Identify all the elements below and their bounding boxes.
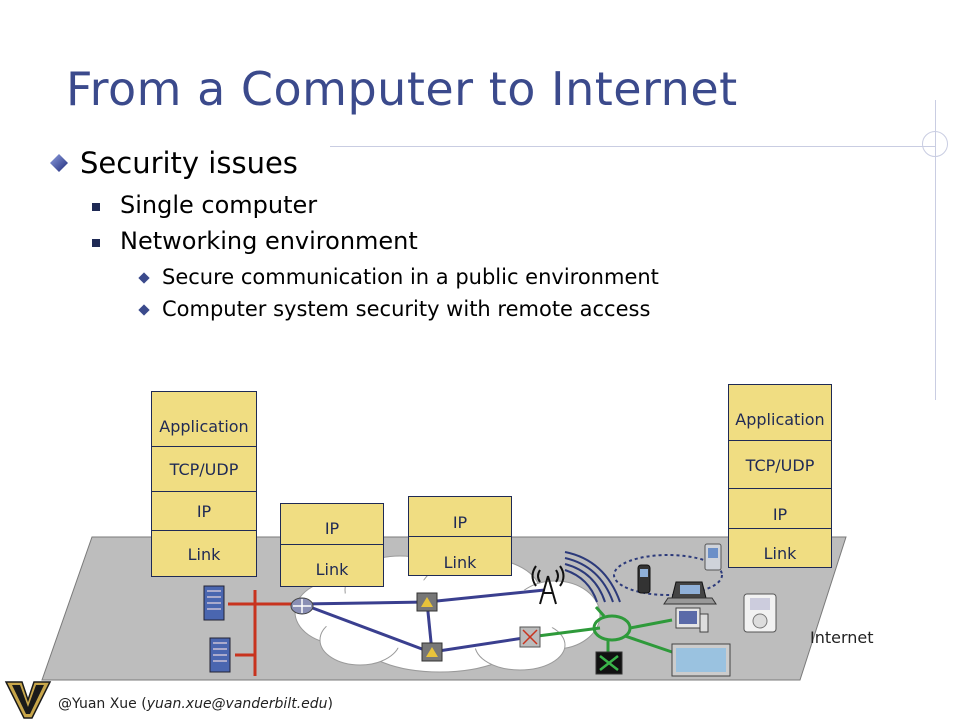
music-player-icon — [743, 593, 777, 633]
game-console-icon — [595, 651, 623, 675]
bullet-text: Security issues — [80, 146, 298, 180]
footer-email: yuan.xue@vanderbilt.edu — [146, 696, 328, 712]
pda-icon — [704, 543, 722, 571]
layer-link: Link — [280, 544, 384, 587]
internet-label: Internet — [810, 628, 874, 647]
laptop-icon — [663, 581, 717, 605]
bullet-text: Single computer — [120, 191, 318, 219]
bullet-text: Networking environment — [120, 227, 418, 255]
wireless-region — [613, 554, 723, 596]
protocol-stack-router-b: IP Link — [408, 496, 512, 576]
layer-ip: IP — [151, 491, 257, 531]
lan-connection — [228, 590, 302, 676]
square-bullet-icon — [92, 203, 100, 211]
server-icon — [203, 585, 225, 621]
switch-icon — [421, 642, 443, 662]
layer-application: Application — [728, 384, 832, 441]
server-icon — [209, 637, 231, 673]
switch-icon — [416, 592, 438, 612]
bullet-text: Secure communication in a public environ… — [162, 265, 659, 289]
cell-phone-icon — [637, 564, 651, 594]
protocol-stack-host-right: Application TCP/UDP IP Link — [728, 384, 832, 568]
layer-ip: IP — [728, 488, 832, 529]
layer-link: Link — [408, 536, 512, 576]
layer-ip: IP — [280, 503, 384, 545]
footer-credit: @Yuan Xue (yuan.xue@vanderbilt.edu) — [58, 696, 333, 712]
side-decoration-line — [935, 100, 936, 400]
footer-close: ) — [327, 696, 333, 712]
bullet-text: Computer system security with remote acc… — [162, 297, 651, 321]
vanderbilt-logo-icon — [4, 681, 52, 719]
square-bullet-icon — [92, 239, 100, 247]
layer-transport: TCP/UDP — [728, 440, 832, 489]
diamond-bullet-icon — [50, 154, 68, 172]
wireless-signal-icon — [564, 551, 621, 603]
protocol-stack-router-a: IP Link — [280, 503, 384, 587]
footer-author: @Yuan Xue ( — [58, 696, 147, 712]
protocol-stack-host-left: Application TCP/UDP IP Link — [151, 391, 257, 577]
layer-transport: TCP/UDP — [151, 446, 257, 492]
local-network-links — [529, 606, 673, 660]
title-divider — [330, 146, 936, 147]
layer-application: Application — [151, 391, 257, 447]
layer-link: Link — [728, 528, 832, 568]
desktop-computer-icon — [675, 607, 709, 633]
antenna-tower-icon — [531, 565, 565, 605]
side-decoration-circle — [922, 131, 948, 157]
layer-link: Link — [151, 530, 257, 577]
slide-title: From a Computer to Internet — [66, 62, 738, 116]
router-icon — [290, 597, 314, 615]
layer-ip: IP — [408, 496, 512, 537]
television-icon — [671, 643, 731, 677]
switch-icon — [519, 626, 541, 648]
